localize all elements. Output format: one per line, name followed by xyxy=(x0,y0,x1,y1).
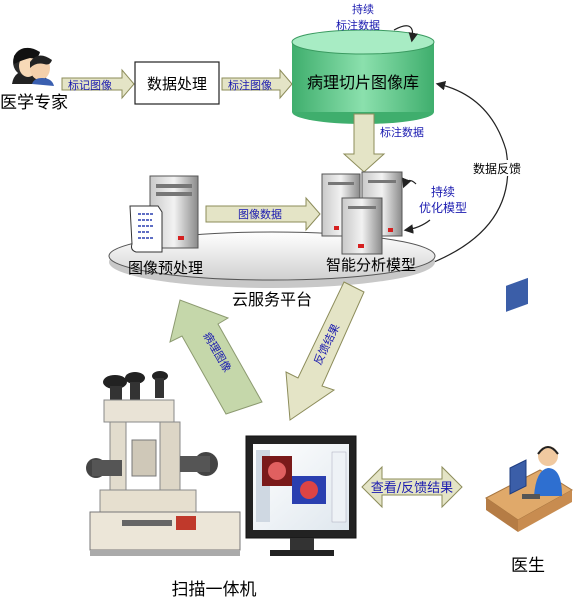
expert-label: 医学专家 xyxy=(0,93,68,113)
processing-to-db-arrow xyxy=(221,68,293,100)
analysis-model-label: 智能分析模型 xyxy=(326,256,416,274)
expert-to-processing-arrow xyxy=(61,68,135,100)
continuous-opt-loop-2 xyxy=(403,219,431,234)
data-processing-label: 数据处理 xyxy=(147,75,207,93)
view-feedback-double-arrow xyxy=(361,465,463,509)
image-data-text: 图像数据 xyxy=(238,207,282,221)
pathology-database-icon xyxy=(291,29,435,124)
document-icon xyxy=(129,205,163,253)
monitor-icon xyxy=(245,435,357,556)
view-feedback-text: 查看/反馈结果 xyxy=(371,480,453,496)
analysis-server-cluster-icon xyxy=(321,171,403,255)
pathology-images-arrow xyxy=(169,299,263,415)
scanner-label: 扫描一体机 xyxy=(172,580,257,600)
db-to-model-arrow xyxy=(342,113,386,173)
medical-expert-icon xyxy=(12,47,54,86)
doctor-label: 医生 xyxy=(511,556,545,576)
label-images-text: 标记图像 xyxy=(68,78,112,92)
microscope-scanner-icon xyxy=(86,371,241,556)
continuous-annotation-loop xyxy=(393,25,419,43)
pathology-db-label: 病理切片图像库 xyxy=(307,73,419,92)
data-processing-box xyxy=(134,61,220,105)
continuous-opt-loop xyxy=(402,177,417,189)
annotated-images-text: 标注图像 xyxy=(228,78,272,92)
continuous-label: 持续 xyxy=(352,2,374,16)
continuous-opt-line2: 优化模型 xyxy=(419,201,467,215)
continuous-annotation-label: 标注数据 xyxy=(336,18,380,32)
data-feedback-curve xyxy=(423,80,509,267)
feedback-results-arrow xyxy=(285,281,365,421)
preprocessing-label: 图像预处理 xyxy=(128,259,203,277)
cloud-platform-label: 云服务平台 xyxy=(232,290,312,309)
data-feedback-text: 数据反馈 xyxy=(473,161,521,176)
image-data-arrow xyxy=(205,196,321,232)
annotation-data-text: 标注数据 xyxy=(380,125,424,139)
doctor-workstation-icon xyxy=(485,277,573,532)
continuous-opt-line1: 持续 xyxy=(431,184,455,199)
